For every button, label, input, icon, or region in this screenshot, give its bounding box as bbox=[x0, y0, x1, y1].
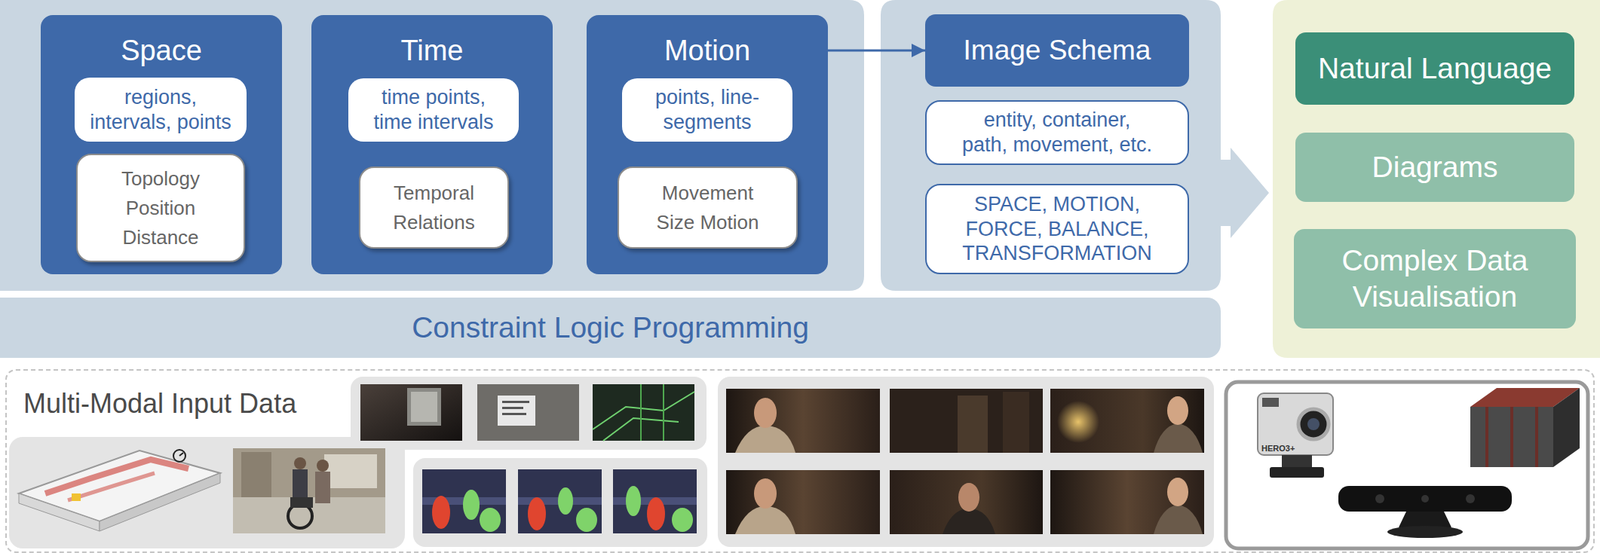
box-text: Motion bbox=[586, 33, 828, 68]
time-relations: Temporal Relations bbox=[358, 166, 509, 249]
box-text: Image Schema bbox=[963, 33, 1152, 68]
clp-band: Constraint Logic Programming bbox=[0, 297, 1221, 359]
box-text: Complex Data Visualisation bbox=[1302, 242, 1567, 315]
box-text: Movement Size Motion bbox=[647, 178, 769, 238]
input-region: Multi-Modal Input Data bbox=[5, 369, 1595, 554]
time-box: Time time points, time intervalsTemporal … bbox=[311, 15, 553, 275]
box-text: Space bbox=[40, 33, 282, 68]
image-schema-box: Image Schema bbox=[925, 14, 1190, 87]
box-text: entity, container, path, movement, etc. bbox=[935, 107, 1179, 158]
motion-primitives: points, line-segments bbox=[622, 78, 793, 142]
schema-list: entity, container, path, movement, etc. bbox=[925, 100, 1190, 166]
box-text: Natural Language bbox=[1318, 50, 1552, 87]
output-box: Complex Data Visualisation bbox=[1293, 229, 1576, 329]
space-primitives: regions, intervals, points bbox=[74, 77, 247, 142]
box-text: Multi-Modal Input Data bbox=[23, 387, 1594, 421]
box-text: Constraint Logic Programming bbox=[411, 309, 810, 347]
motion-relations: Movement Size Motion bbox=[617, 166, 798, 249]
flow-arrow bbox=[827, 49, 926, 53]
box-text: time points, time intervals bbox=[357, 85, 510, 135]
output-box: Diagrams bbox=[1295, 132, 1575, 203]
time-primitives: time points, time intervals bbox=[348, 78, 519, 142]
motion-box: Motion points, line-segmentsMovement Size… bbox=[586, 15, 828, 275]
space-relations: Topology Position Distance bbox=[76, 153, 246, 263]
schema-categories: SPACE, MOTION, FORCE, BALANCE, TRANSFORM… bbox=[925, 183, 1190, 275]
box-text: regions, intervals, points bbox=[83, 85, 238, 135]
box-text: SPACE, MOTION, FORCE, BALANCE, TRANSFORM… bbox=[940, 192, 1174, 267]
box-text: Topology Position Distance bbox=[121, 164, 200, 253]
box-text: Diagrams bbox=[1372, 149, 1499, 186]
output-box: Natural Language bbox=[1295, 32, 1575, 105]
box-text: Time bbox=[311, 33, 553, 68]
space-box: Space regions, intervals, pointsTopology … bbox=[40, 15, 282, 275]
device-label: HERO3+ bbox=[1261, 444, 1295, 454]
box-text: points, line-segments bbox=[631, 85, 784, 135]
box-text: Temporal Relations bbox=[392, 178, 475, 238]
